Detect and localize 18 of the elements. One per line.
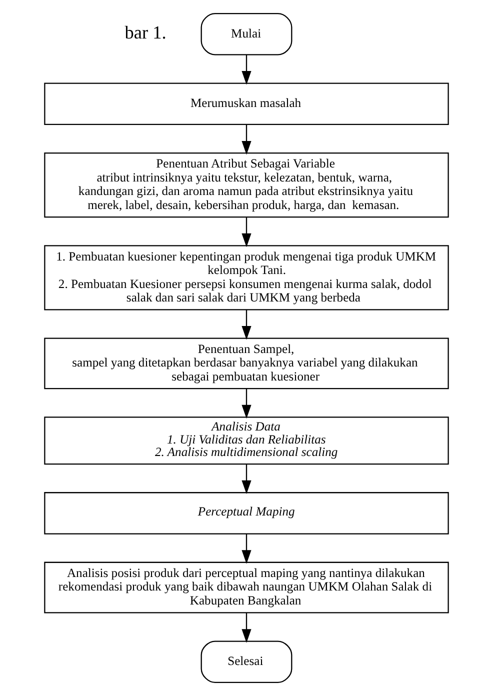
- label: bar 1.: [124, 22, 166, 42]
- node-box: Perceptual Maping: [44, 492, 448, 534]
- node-box: Penentuan Sampel, sampel yang ditetapkan berdasar banyaknya variabel yang dilakukan sebagai pembuatan kuesioner: [44, 337, 448, 389]
- arrow: [241, 612, 251, 642]
- node-box: Selesai: [200, 640, 292, 682]
- node-box: Analisis Data 1. Uji Validitas dan Reliabilitas 2. Analisis multidimensional scaling: [44, 416, 448, 464]
- arrow: [241, 464, 251, 494]
- arrow: [241, 534, 251, 564]
- arrow: [241, 309, 251, 340]
- node-box: 1. Pembuatan kuesioner kepentingan produk mengenai tiga produk UMKM kelompok Tani. 2. Pembuatan Kuesioner persepsi konsumen mengenai kurma salak, dodol salak dan sari salak dari UMKM yang berbeda: [44, 244, 448, 310]
- node-box: Penentuan Atribut Sebagai Variable atribut intrinsiknya yaitu tekstur, kelezatan, bentuk, warna, kandungan gizi, dan aroma namun pada atribut ekstrinsiknya yaitu merek, label, desain, kebersihan produk, harga, dan kemasan.: [44, 152, 448, 218]
- arrow: [241, 54, 251, 84]
- node-box: Merumuskan masalah: [44, 82, 448, 125]
- arrow: [241, 216, 251, 247]
- node-box: Analisis posisi produk dari perceptual maping yang nantinya dilakukan rekomendasi produk yang baik dibawah naungan UMKM Olahan Salak di Kabupaten Bangkalan: [44, 561, 448, 613]
- arrow: [241, 124, 251, 154]
- node-box: Mulai: [200, 12, 292, 55]
- arrow: [241, 388, 251, 418]
